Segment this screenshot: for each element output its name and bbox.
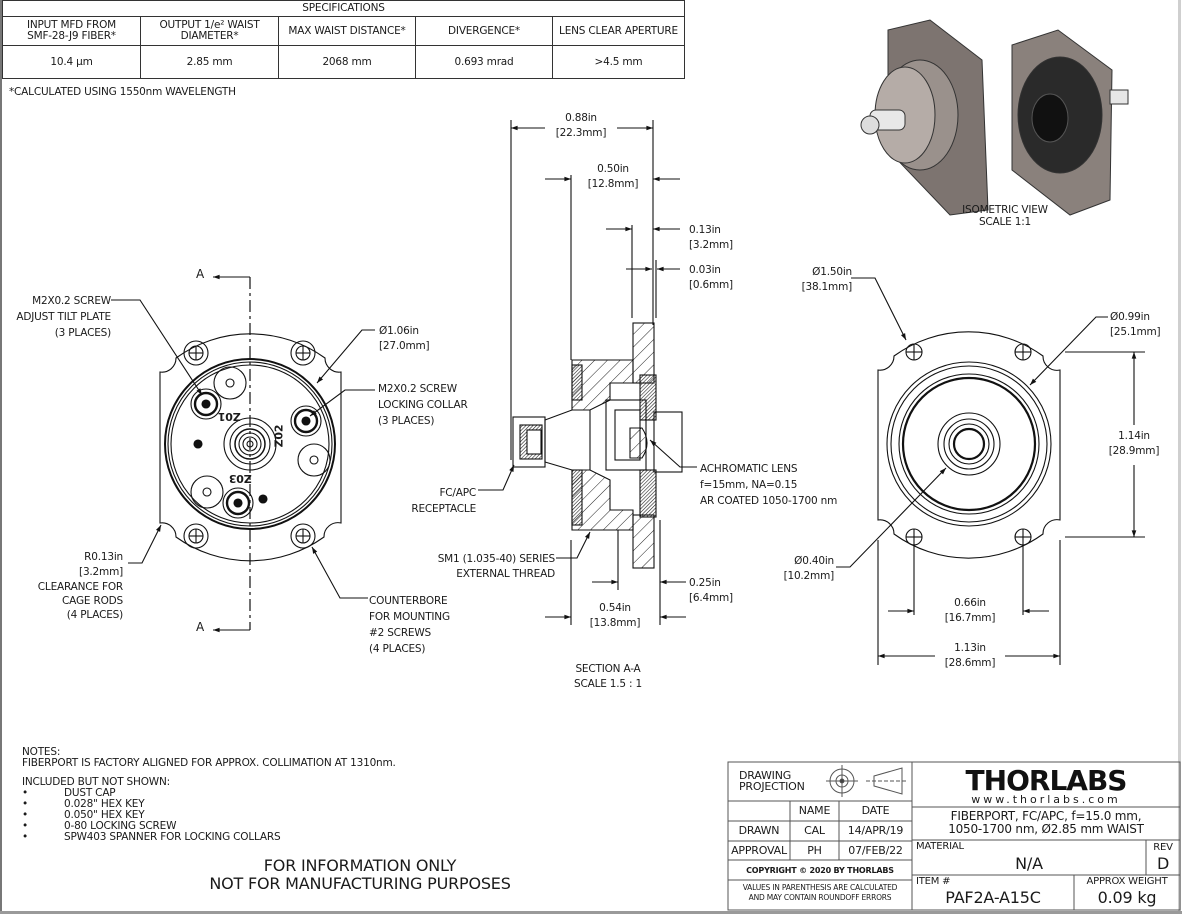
notes-item: •0.050" HEX KEY <box>22 809 145 821</box>
rev-label: REV <box>1153 842 1173 853</box>
notes-item: •SPW403 SPANNER FOR LOCKING COLLARS <box>22 831 281 843</box>
name-header: NAME <box>798 804 831 817</box>
approval-date: 07/FEB/22 <box>848 844 903 857</box>
back-view <box>836 277 1145 665</box>
spec-value-distance: 2068 mm <box>278 45 416 79</box>
callout-diameter-106: Ø1.06in [27.0mm] <box>379 325 430 352</box>
section-marker-top: A <box>196 267 205 281</box>
item-label: ITEM # <box>916 876 951 887</box>
callout-counterbore: COUNTERBORE FOR MOUNTING #2 SCREWS (4 PL… <box>369 595 450 655</box>
section-view <box>478 120 697 625</box>
dim-003: 0.03in [0.6mm] <box>689 264 733 291</box>
item-number: PAF2A-A15C <box>945 888 1041 907</box>
values-note: VALUES IN PARENTHESIS ARE CALCULATED AND… <box>742 883 898 902</box>
notes-collimation: FIBERPORT IS FACTORY ALIGNED FOR APPROX.… <box>22 757 396 769</box>
spec-header-divergence: DIVERGENCE* <box>415 16 553 46</box>
achromatic-lens <box>629 427 648 459</box>
dim-025: 0.25in [6.4mm] <box>689 577 733 604</box>
page-border-right <box>1178 0 1181 914</box>
approval-label: APPROVAL <box>731 844 787 857</box>
dim-013: 0.13in [3.2mm] <box>689 224 733 251</box>
tilt-screws <box>190 388 322 519</box>
drawn-name: CAL <box>804 824 825 837</box>
dim-113: 1.13in [28.6mm] <box>944 642 996 669</box>
isometric-view <box>860 19 1129 216</box>
notes-included-heading: INCLUDED BUT NOT SHOWN: <box>22 776 170 788</box>
date-header: DATE <box>861 804 890 817</box>
dim-054: 0.54in [13.8mm] <box>589 602 641 629</box>
notes-section: NOTES: FIBERPORT IS FACTORY ALIGNED FOR … <box>22 747 396 843</box>
rev-value: D <box>1156 854 1170 873</box>
engraving-z01: Z01 <box>218 410 241 423</box>
engraving-z02: Z02 <box>272 424 286 448</box>
title-block-grid <box>727 761 1181 911</box>
page-border-left <box>0 0 2 914</box>
drawn-label: DRAWN <box>738 824 780 837</box>
dim-114: 1.14in [28.9mm] <box>1102 430 1166 457</box>
notes-item: •DUST CAP <box>22 787 116 799</box>
notes-item: •0-80 LOCKING SCREW <box>22 820 177 832</box>
isometric-caption: ISOMETRIC VIEW SCALE 1:1 <box>962 204 1048 228</box>
notes-item: •0.028" HEX KEY <box>22 798 145 810</box>
material-label: MATERIAL <box>916 841 964 852</box>
back-plate-outline <box>877 331 1061 559</box>
approval-name: PH <box>807 844 822 857</box>
callout-tilt-screw: M2X0.2 SCREW ADJUST TILT PLATE (3 PLACES… <box>16 295 111 339</box>
callout-fc-apc-receptacle: FC/APC RECEPTACLE <box>411 487 476 515</box>
iso-part-front <box>860 19 989 216</box>
dim-overall-length: 0.88in [22.3mm] <box>555 112 607 139</box>
spec-footnote: *CALCULATED USING 1550nm WAVELENGTH <box>9 86 236 98</box>
copyright: COPYRIGHT © 2020 BY THORLABS <box>746 866 894 875</box>
callout-locking-screw: M2X0.2 SCREW LOCKING COLLAR (3 PLACES) <box>378 383 468 427</box>
weight-label: APPROX WEIGHT <box>1086 876 1168 887</box>
dim-066: 0.66in [16.7mm] <box>944 597 996 624</box>
notes-heading: NOTES: <box>22 746 61 758</box>
thorlabs-logo: THORLABS <box>965 764 1128 797</box>
dim-diameter-099: Ø0.99in [25.1mm] <box>1110 311 1161 338</box>
disclaimer: FOR INFORMATION ONLY NOT FOR MANUFACTURI… <box>209 856 511 893</box>
callout-cage-rod-clearance: R0.13in [3.2mm] CLEARANCE FOR CAGE RODS … <box>37 551 123 621</box>
front-view <box>111 274 375 633</box>
spec-value-aperture: >4.5 mm <box>552 45 685 79</box>
dim-diameter-040: Ø0.40in [10.2mm] <box>783 555 835 582</box>
website: www.thorlabs.com <box>971 793 1121 806</box>
weight-value: 0.09 kg <box>1097 888 1157 907</box>
callout-achromatic-lens: ACHROMATIC LENS f=15mm, NA=0.15 AR COATE… <box>700 463 838 507</box>
drawn-date: 14/APR/19 <box>847 824 904 837</box>
spec-value-divergence: 0.693 mrad <box>415 45 553 79</box>
iso-part-back <box>1011 29 1129 216</box>
callout-sm1-thread: SM1 (1.035-40) SERIES EXTERNAL THREAD <box>437 553 555 580</box>
spec-value-waist: 2.85 mm <box>140 45 279 79</box>
dim-diameter-150: Ø1.50in [38.1mm] <box>801 266 853 293</box>
spec-header-distance: MAX WAIST DISTANCE* <box>278 16 416 46</box>
part-description: FIBERPORT, FC/APC, f=15.0 mm, 1050-1700 … <box>948 809 1144 836</box>
drawing-projection-label: DRAWING PROJECTION <box>739 769 805 793</box>
front-mounting-holes <box>183 340 316 549</box>
material-value: N/A <box>1015 854 1043 873</box>
section-caption: SECTION A-A SCALE 1.5 : 1 <box>574 663 642 690</box>
dim-050: 0.50in [12.8mm] <box>587 163 639 190</box>
engraving-z03: Z03 <box>229 472 252 485</box>
page-border-bottom <box>0 911 1182 914</box>
section-marker-bottom: A <box>196 620 205 634</box>
